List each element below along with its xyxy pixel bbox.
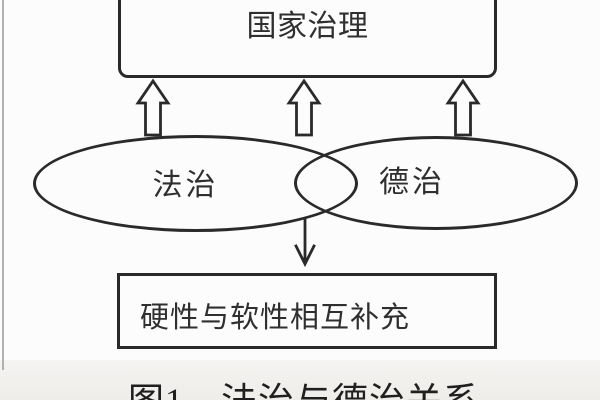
up-block-arrow-left-icon — [135, 78, 171, 137]
caption-background-band — [0, 360, 600, 400]
national-governance-box: 国家治理 — [118, 0, 497, 78]
rule-of-law-label: 法治 — [152, 168, 219, 202]
rule-of-virtue-label: 德治 — [379, 166, 445, 199]
down-arrow-icon — [294, 217, 316, 268]
rule-of-virtue-ellipse: 德治 — [294, 136, 578, 230]
complement-box: 硬性与软性相互补充 — [117, 273, 497, 349]
figure-caption: 图1 法治与德治关系 — [128, 372, 480, 400]
national-governance-label: 国家治理 — [246, 10, 369, 43]
up-block-arrow-middle-icon — [286, 78, 322, 137]
complement-label: 硬性与软性相互补充 — [140, 302, 411, 334]
up-block-arrow-right-icon — [445, 78, 481, 137]
scan-edge-line — [2, 0, 4, 370]
